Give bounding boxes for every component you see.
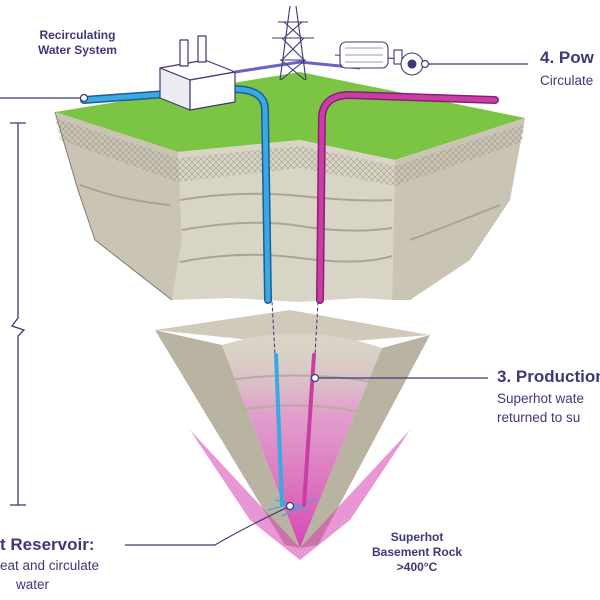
label-reservoir-desc-1: eat and circulate [0, 558, 100, 573]
label-recirculating-line1: Recirculating [39, 28, 116, 42]
label-production-desc-1: Superhot wate [497, 391, 585, 406]
label-reservoir-title: t Reservoir: [0, 535, 95, 554]
power-line [234, 60, 361, 74]
label-basement-line1: Superhot [390, 530, 444, 544]
label-power-title: 4. Pow [540, 48, 594, 67]
pylon-icon [272, 5, 314, 81]
label-production-title: 3. Production [497, 367, 600, 386]
label-recirculating-line2: Water System [38, 43, 117, 57]
depth-bracket [10, 122, 26, 506]
lower-rock-cone [155, 310, 430, 560]
upper-rock-block [54, 72, 525, 302]
turbine-generator-icon [334, 41, 424, 76]
cone-left-face [155, 330, 300, 548]
label-basement-rock: Superhot Basement Rock >400°C [372, 530, 462, 575]
label-power-desc: Circulate [540, 73, 594, 88]
cone-top-rim [155, 310, 430, 345]
label-basement-line2: Basement Rock [372, 545, 463, 559]
label-reservoir-desc-2: water [16, 577, 50, 592]
label-production-desc-2: returned to su [497, 410, 581, 425]
label-recirculating: Recirculating Water System [38, 28, 117, 58]
callout-leaders [0, 59, 528, 546]
cone-right-face [300, 335, 430, 548]
label-basement-line3: >400°C [396, 560, 438, 574]
cooling-plant-icon [159, 35, 236, 111]
